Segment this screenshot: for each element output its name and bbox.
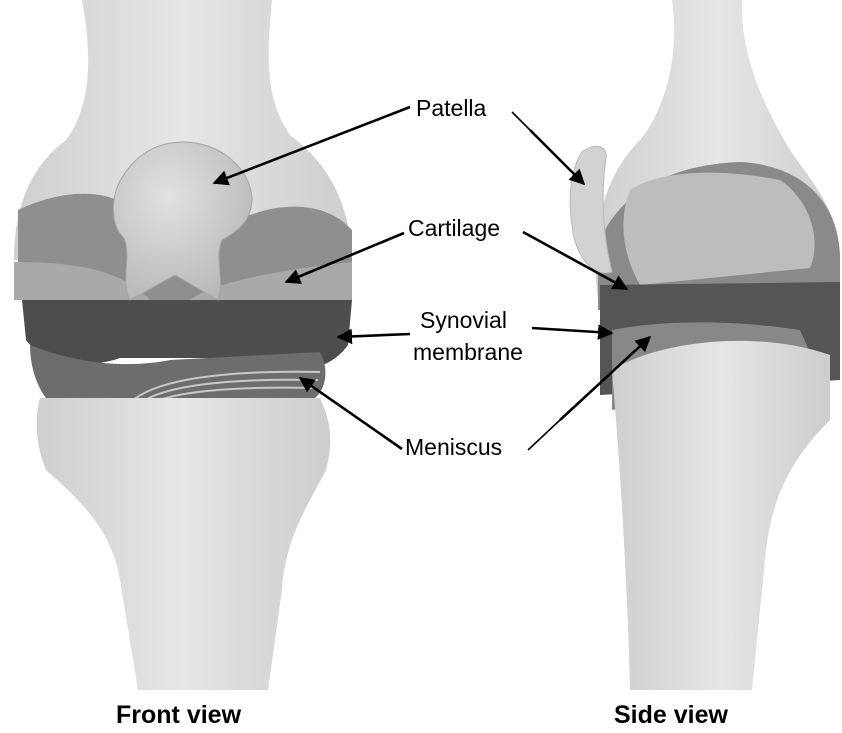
label-synovial-line2: membrane	[413, 339, 523, 365]
front-view-knee	[14, 0, 352, 690]
label-cartilage: Cartilage	[408, 215, 500, 241]
meniscus-side-leader	[528, 420, 560, 450]
label-synovial-line1: Synovial	[420, 307, 507, 333]
caption-side-view: Side view	[614, 701, 728, 729]
label-meniscus: Meniscus	[405, 434, 502, 460]
side-tibia	[612, 341, 830, 690]
patella-side-arrow	[530, 130, 584, 184]
front-tibia	[37, 398, 331, 690]
side-view-knee	[570, 0, 840, 690]
label-patella: Patella	[416, 95, 487, 121]
caption-front-view: Front view	[116, 701, 242, 729]
patella-side-leader	[512, 112, 530, 130]
